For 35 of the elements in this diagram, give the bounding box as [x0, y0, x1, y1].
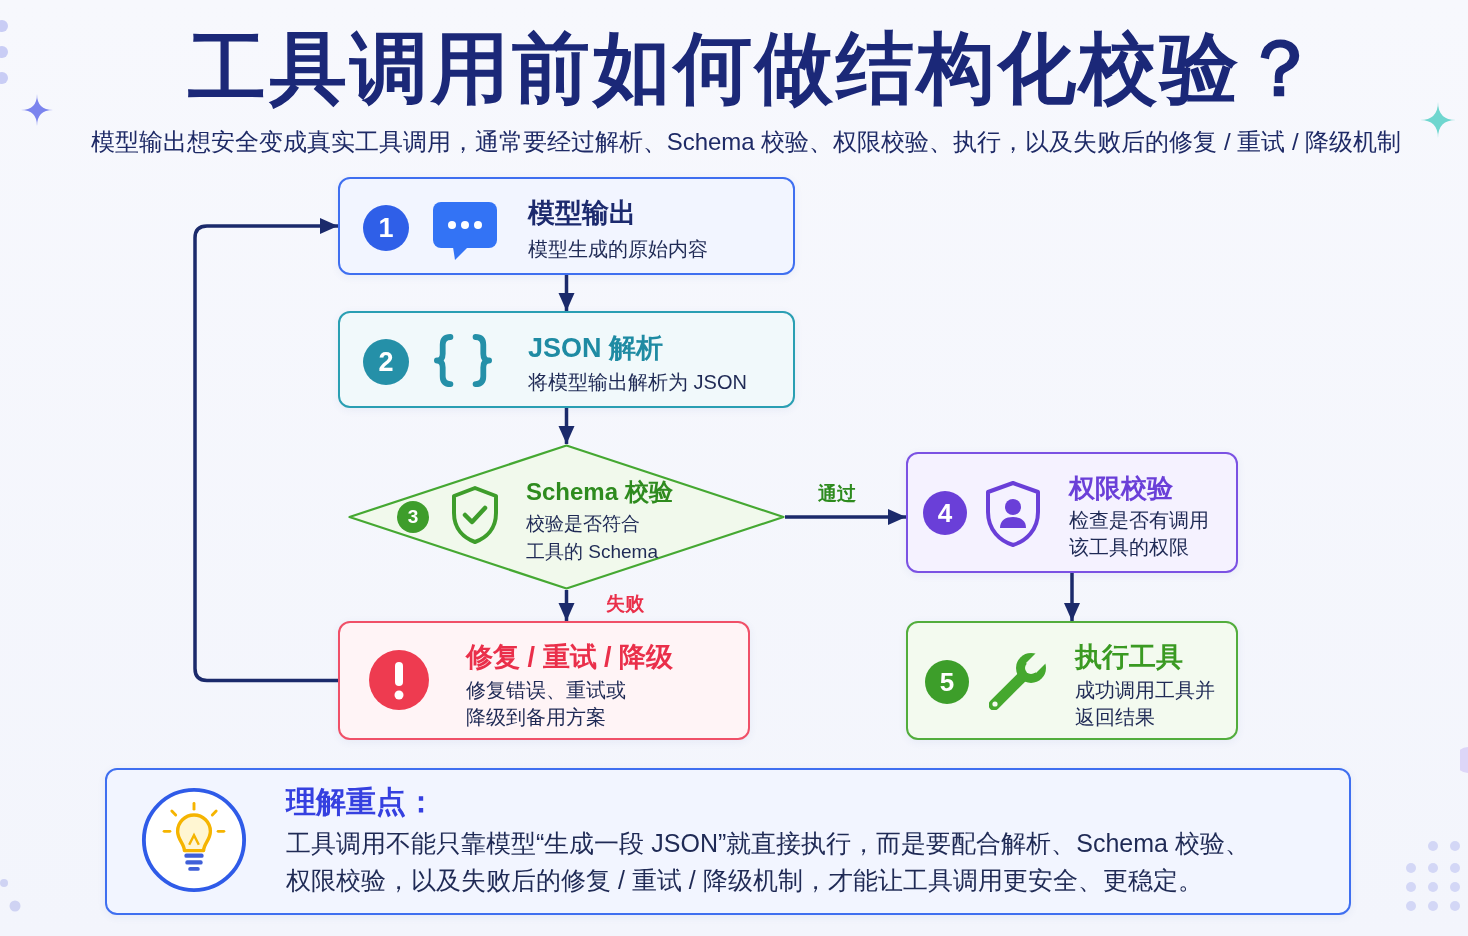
note-text: 工具调用不能只靠模型“生成一段 JSON”就直接执行，而是要配合解析、Schema 校验、权限校验，以及失败后的修复 / 重试 / 降级机制，才能让工具调用更安全、更稳定。 [286, 828, 1251, 896]
step-description: 将模型输出解析为 JSON [528, 370, 747, 395]
subtitle: 模型输出想安全变成真实工具调用，通常要经过解析、Schema 校验、权限校验、执行，以及失败后的修复 / 重试 / 降级机制 [90, 127, 1402, 157]
step-description: 修复错误、重试或降级到备用方案 [466, 678, 627, 730]
arrow [558, 408, 575, 444]
step-description: 成功调用工具并返回结果 [1075, 678, 1216, 730]
step-number: 2 [363, 339, 409, 385]
step-number: 4 [923, 491, 967, 535]
process-box [906, 621, 1238, 740]
note-panel [105, 768, 1351, 915]
edge-label: 通过 [817, 482, 856, 506]
step-number: 5 [925, 660, 969, 704]
arrow [1064, 573, 1080, 621]
step-description: 模型生成的原始内容 [528, 237, 708, 262]
note-heading: 理解重点： [286, 784, 436, 820]
edge-label: 失败 [605, 591, 644, 616]
arrow [558, 590, 575, 621]
step-title: 修复 / 重试 / 降级 [466, 641, 673, 674]
step-description: 检查是否有调用该工具的权限 [1069, 508, 1210, 560]
step-number: 1 [363, 205, 409, 251]
process-box [338, 177, 795, 275]
process-box [338, 621, 750, 740]
arrow [193, 218, 338, 683]
step-title: 权限校验 [1069, 472, 1173, 505]
process-box [906, 452, 1238, 573]
arrow [558, 275, 575, 311]
title: 工具调用前如何做结构化校验？ [188, 23, 1322, 114]
step-description: 校验是否符合工具的 Schema [526, 512, 658, 564]
step-title: JSON 解析 [528, 332, 664, 365]
arrow [785, 509, 906, 525]
decision-diamond [348, 444, 785, 590]
step-title: Schema 校验 [526, 477, 673, 507]
step-title: 执行工具 [1075, 641, 1183, 674]
step-title: 模型输出 [528, 197, 636, 230]
process-box [338, 311, 795, 408]
